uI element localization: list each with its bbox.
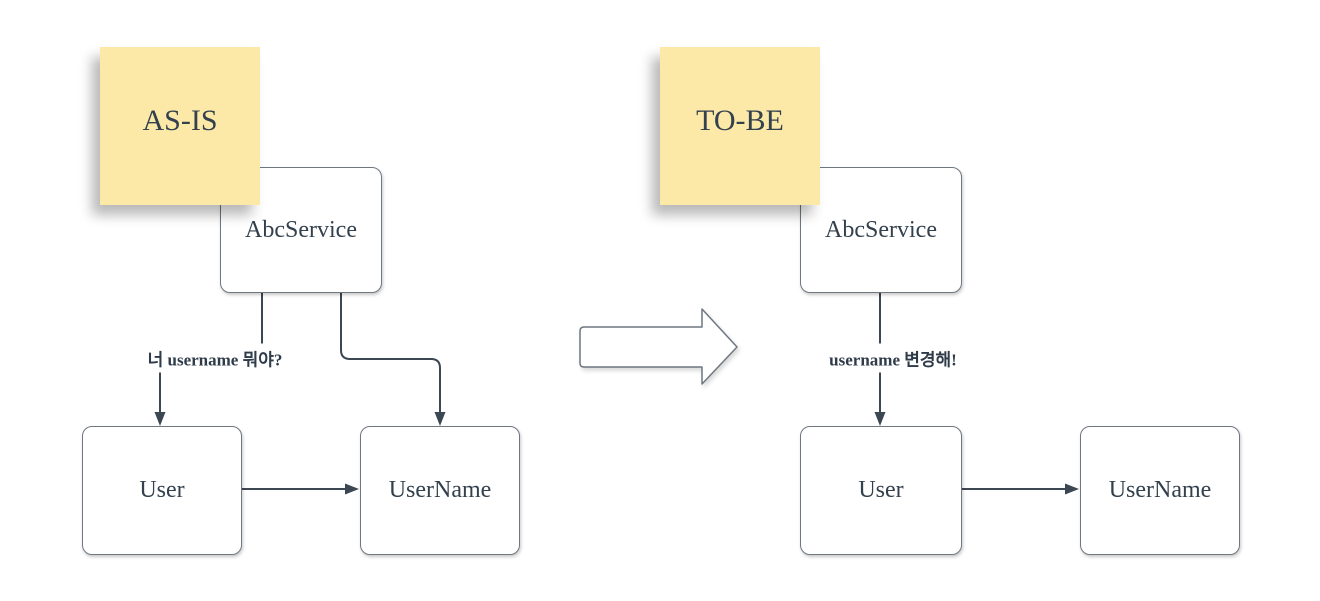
node-user-to-be: User [800,426,962,555]
edge-label-as-is: 너 username 뭐야? [143,343,287,373]
node-abcservice-to-be: AbcService [800,167,962,293]
arrowhead-asis-user-username [345,483,359,495]
node-user-as-is-label: User [139,477,185,503]
edge-asis-service-to-username [340,291,441,414]
arrowhead-tobe-user-username [1065,483,1079,495]
sticky-note-as-is: AS-IS [100,47,260,205]
sticky-note-as-is-label: AS-IS [142,104,218,137]
edge-label-to-be: username 변경해! [825,343,961,373]
arrowhead-asis-user [154,412,166,426]
node-user-to-be-label: User [858,477,904,503]
node-abcservice-to-be-label: AbcService [825,216,937,243]
sticky-note-to-be-label: TO-BE [696,104,784,137]
node-username-to-be: UserName [1080,426,1240,555]
node-username-to-be-label: UserName [1108,477,1212,503]
transition-block-arrow-icon [579,308,738,385]
arrowhead-asis-username [434,412,446,426]
node-username-as-is: UserName [360,426,520,555]
node-user-as-is: User [82,426,242,555]
arrowhead-tobe-user [874,412,886,426]
sticky-note-to-be: TO-BE [660,47,820,205]
node-username-as-is-label: UserName [388,477,492,503]
node-abcservice-as-is-label: AbcService [245,216,357,243]
